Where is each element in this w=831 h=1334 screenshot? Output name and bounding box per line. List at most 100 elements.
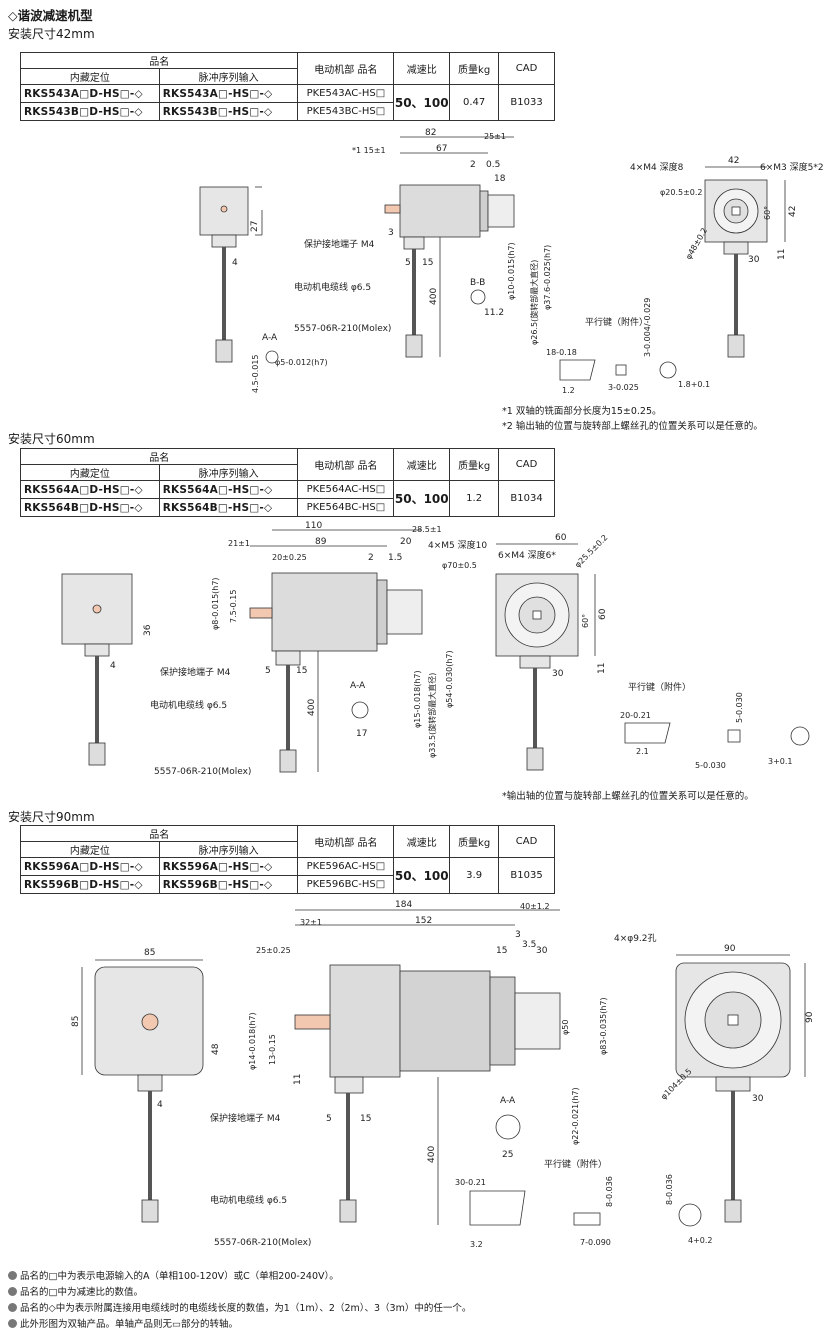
label-key: 平行键（附件）: [628, 681, 691, 693]
size-label-42: 安装尺寸42mm: [8, 27, 95, 41]
model-pulse: RKS564B□-HS□-◇: [158, 498, 299, 517]
motor-name: PKE564BC-HS□: [297, 498, 395, 517]
dim-phi255: φ25.5±0.2: [573, 533, 609, 569]
motor-name: PKE543BC-HS□: [297, 102, 395, 121]
note-42-2: *2 输出轴的位置与旋转部上螺丝孔的位置关系可以是任意的。: [502, 421, 763, 432]
footnote-1: 品名的□中为表示电源输入的A（单相100-120V）或C（单相200-240V）…: [8, 1268, 339, 1282]
model-pulse: RKS596B□-HS□-◇: [158, 875, 299, 894]
dim-15: *1 15±1: [352, 146, 386, 155]
label-aa: A-A: [262, 333, 278, 343]
dim-20: 20: [400, 537, 412, 547]
label-m4: 4×M4 深度8: [630, 161, 684, 173]
dim-67: 67: [436, 144, 447, 154]
motor-name: PKE596BC-HS□: [297, 875, 395, 894]
mass-value: 1.2: [449, 480, 500, 517]
dim-w30: 30: [748, 255, 760, 265]
dim-w11: 11: [597, 663, 607, 674]
dim-184: 184: [395, 900, 412, 910]
model-pulse: RKS543B□-HS□-◇: [158, 102, 299, 121]
dim-k7: 7-0.090: [580, 1238, 611, 1247]
model-internal: RKS543A□D-HS□-◇: [20, 84, 160, 103]
col-motor: 电动机部 品名: [297, 52, 395, 85]
bullet-icon: [8, 1303, 17, 1312]
label-ground: 保护接地端子 M4: [160, 666, 231, 678]
dim-25: 25±1: [484, 132, 506, 141]
label-cable: 电动机电缆线 φ6.5: [294, 281, 371, 293]
size-label-60: 安装尺寸60mm: [8, 432, 95, 446]
dim-k30: 30-0.21: [455, 1178, 486, 1187]
label-m5: 4×M5 深度10: [428, 539, 487, 551]
dim-36: 36: [143, 624, 153, 636]
dim-89: 89: [315, 537, 327, 547]
dim-k21: 2.1: [636, 747, 649, 756]
col-cad: CAD: [498, 448, 555, 481]
dim-phi83: φ83-0.035(h7): [599, 997, 608, 1055]
dim-w42: 42: [728, 156, 739, 166]
mass-value: 0.47: [449, 84, 500, 121]
dim-w11: 11: [777, 249, 787, 260]
rear-shaft: [384, 204, 401, 214]
dim-112: 11.2: [484, 308, 504, 318]
spec-table-60: 品名 电动机部 品名 减速比 质量kg CAD 内藏定位 脉冲序列输入 RKS5…: [19, 448, 555, 517]
dim-5: 5: [265, 666, 271, 676]
dim-h42: 42: [788, 206, 798, 217]
label-connector: 5557-06R-210(Molex): [154, 767, 251, 777]
drawing-90: 85 85 48 4 184 40±1.2 32±1 152 3 3.5 25±…: [71, 900, 815, 1249]
dim-phi54: φ54-0.030(h7): [445, 650, 454, 708]
label-cable: 电动机电缆线 φ6.5: [150, 699, 227, 711]
model-internal: RKS596B□D-HS□-◇: [20, 875, 160, 894]
col-ratio: 减速比: [393, 825, 451, 858]
cad-link[interactable]: B1034: [498, 480, 555, 517]
label-key: 平行键（附件）: [544, 1158, 607, 1170]
end-view-90: [675, 962, 791, 1223]
label-ground: 保护接地端子 M4: [304, 238, 375, 250]
motor-name: PKE596AC-HS□: [297, 857, 395, 876]
size-label-90: 安装尺寸90mm: [8, 810, 95, 824]
dim-phi15: φ15-0.018(h7): [413, 670, 422, 728]
dim-phi14: φ14-0.018(h7): [248, 1012, 257, 1070]
dim-phi376: φ37.6-0.025(h7): [543, 245, 552, 310]
label-ground: 保护接地端子 M4: [210, 1112, 281, 1124]
col-pulse: 脉冲序列输入: [158, 464, 299, 481]
cad-link[interactable]: B1035: [498, 857, 555, 894]
dim-phi205: φ20.5±0.2: [660, 188, 703, 197]
footnote-3: 品名的◇中为表示附属连接用电缆线时的电缆线长度的数值，为1（1m）、2（2m）、…: [8, 1300, 471, 1314]
motor-body: [399, 184, 481, 238]
cad-link[interactable]: B1033: [498, 84, 555, 121]
dim-400: 400: [307, 699, 317, 716]
side-view-60: [249, 572, 423, 773]
side-view-42: [384, 184, 515, 358]
dim-18: 18: [494, 174, 506, 184]
dim-5: 5: [326, 1114, 332, 1124]
terminal-block: [211, 234, 237, 248]
footnote-2: 品名的□中为减速比的数值。: [8, 1284, 143, 1298]
dim-k8a: 8-0.036: [605, 1176, 614, 1207]
dim-5: 5: [405, 258, 411, 268]
col-internal: 内藏定位: [20, 464, 160, 481]
col-ratio: 减速比: [393, 52, 451, 85]
dim-a60: 60°: [763, 206, 772, 220]
dim-4: 4: [157, 1100, 163, 1110]
dim-k5b: 5-0.030: [735, 692, 744, 723]
dim-2: 2: [368, 553, 374, 563]
motor-name: PKE564AC-HS□: [297, 480, 395, 499]
dim-20b: 20±0.25: [272, 553, 307, 562]
dim-35: 3.5: [522, 940, 536, 950]
dim-21: 21±1: [228, 539, 250, 548]
dim-phi265: φ26.5(旋转部最大直径): [529, 260, 539, 345]
dim-k12: 1.2: [562, 386, 575, 395]
dim-400: 400: [427, 1146, 437, 1163]
dim-k3: 3+0.1: [768, 757, 793, 766]
dim-phi48: φ48±0.2: [684, 226, 709, 261]
motor-name: PKE543AC-HS□: [297, 84, 395, 103]
col-mass: 质量kg: [449, 825, 500, 858]
col-product: 品名: [19, 52, 299, 69]
dim-15b: 15: [296, 666, 307, 676]
ratio-value: 50、100: [393, 480, 451, 517]
model-pulse: RKS596A□-HS□-◇: [158, 857, 299, 876]
dim-4: 4: [110, 661, 116, 671]
dim-82: 82: [425, 128, 436, 138]
dim-phi5: φ5-0.012(h7): [275, 358, 328, 367]
drawing-60: 36 4 110 28.5±1 21±1 89 20 20±0.25 2 1.5…: [61, 521, 810, 777]
bullet-icon: [8, 1287, 17, 1296]
